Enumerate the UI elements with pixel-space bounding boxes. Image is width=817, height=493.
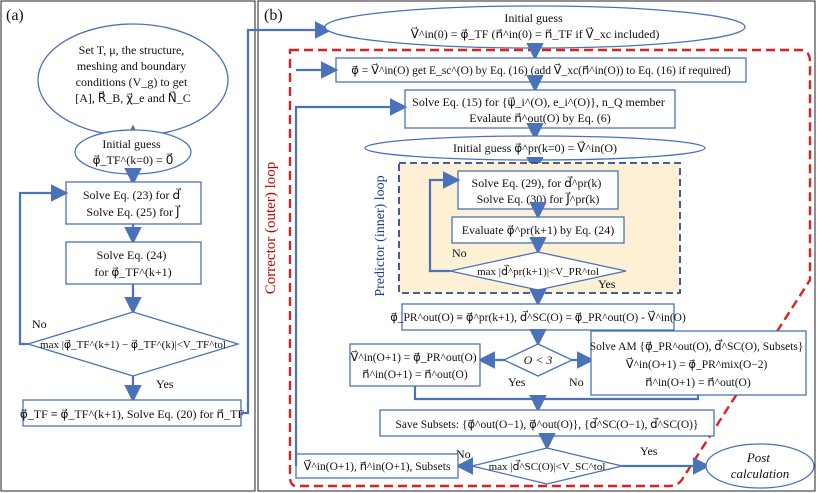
no-pr-label: No (452, 246, 467, 260)
sc-converge-text: max |d⃗^SC(O)|<V_SC^tol (489, 459, 606, 473)
phi-step-text: φ⃗ = V⃗^in(O) get E_sc^(O) by Eq. (16) (… (351, 62, 731, 77)
solve-23-25-text: Solve Eq. (23) for d⃗ Solve Eq. (25) for… (83, 187, 183, 219)
update-simple-box (349, 343, 481, 387)
panel-a-frame (0, 0, 256, 492)
initial-guess-b-text: Initial guess V⃗^in(0) = φ⃗_TF (n⃗^in(0)… (411, 11, 660, 41)
pr-converge-text: max |d⃗^pr(k+1)|<V_PR^tol (477, 264, 599, 278)
yes-pr-label: Yes (598, 277, 616, 291)
pr-guess-text: Initial guess φ⃗^pr(k=0) = V⃗^in(O) (453, 140, 617, 155)
solve-29-30-text: Solve Eq. (29), for d⃗^pr(k) Solve Eq. (… (472, 175, 605, 206)
solve-24-text: Solve Eq. (24) for φ⃗_TF^(k+1) (94, 248, 171, 279)
save-box (379, 409, 715, 437)
yes-sc-label: Yes (640, 444, 658, 458)
solve-am-text: Solve AM {φ⃗_PR^out(O), d⃗^SC(O), Subset… (590, 338, 807, 389)
update-simple-text: V⃗^in(O+1) = φ⃗_PR^out(O) n⃗^in(O+1) = n… (351, 349, 480, 381)
panel-b-frame (257, 0, 816, 492)
no-cond-label: No (569, 375, 584, 389)
setup-text: Set T, μ, the structure, meshing and bou… (75, 43, 191, 105)
cond-text: O < 3 (524, 353, 553, 367)
save-text: Save Subsets: {φ⃗^out(O−1), φ⃗^out(O)}, … (396, 416, 699, 431)
corrector-loop-border (288, 48, 812, 488)
pr-assign-text: φ⃗_PR^out(O) ≡ φ⃗^pr(k+1), d⃗^SC(O) = φ⃗… (390, 309, 686, 324)
post-calc-ellipse (705, 443, 815, 489)
panel-b-label: (b) (264, 7, 283, 24)
initial-guess-a-text: Initial guess φ⃗_TF^(k=0) = 0⃗ (93, 137, 174, 167)
corrector-loop-label: Corrector (outer) loop (263, 162, 279, 294)
sc-converge-diamond (471, 447, 623, 485)
final-a-box (22, 399, 242, 427)
no-sc-label: No (456, 447, 471, 461)
cond-diamond (502, 343, 574, 377)
next-box (295, 453, 459, 479)
yes-a-label: Yes (156, 377, 174, 391)
next-text: V⃗^in(O+1), n⃗^in(O+1), Subsets (304, 458, 451, 473)
converge-a-text: max |φ⃗_TF^(k+1) − φ⃗_TF^(k)|<V_TF^tol (40, 339, 226, 351)
predictor-loop-label: Predictor (inner) loop (373, 175, 388, 296)
pr-assign-box (401, 303, 675, 331)
panel-a-label: (a) (6, 7, 24, 24)
no-a-label: No (32, 317, 47, 331)
solve-15-box (404, 89, 676, 129)
solve-15-text: Solve Eq. (15) for {ψ⃗_i^(O), e_i^(O)}, … (412, 95, 668, 125)
yes-cond-label: Yes (508, 375, 526, 389)
post-calc-text: Post calculation (731, 450, 790, 481)
final-a-text: φ⃗_TF ≡ φ⃗_TF^(k+1), Solve Eq. (20) for … (20, 407, 245, 421)
evaluate-24-text: Evaluate φ⃗^pr(k+1) by Eq. (24) (462, 223, 615, 237)
